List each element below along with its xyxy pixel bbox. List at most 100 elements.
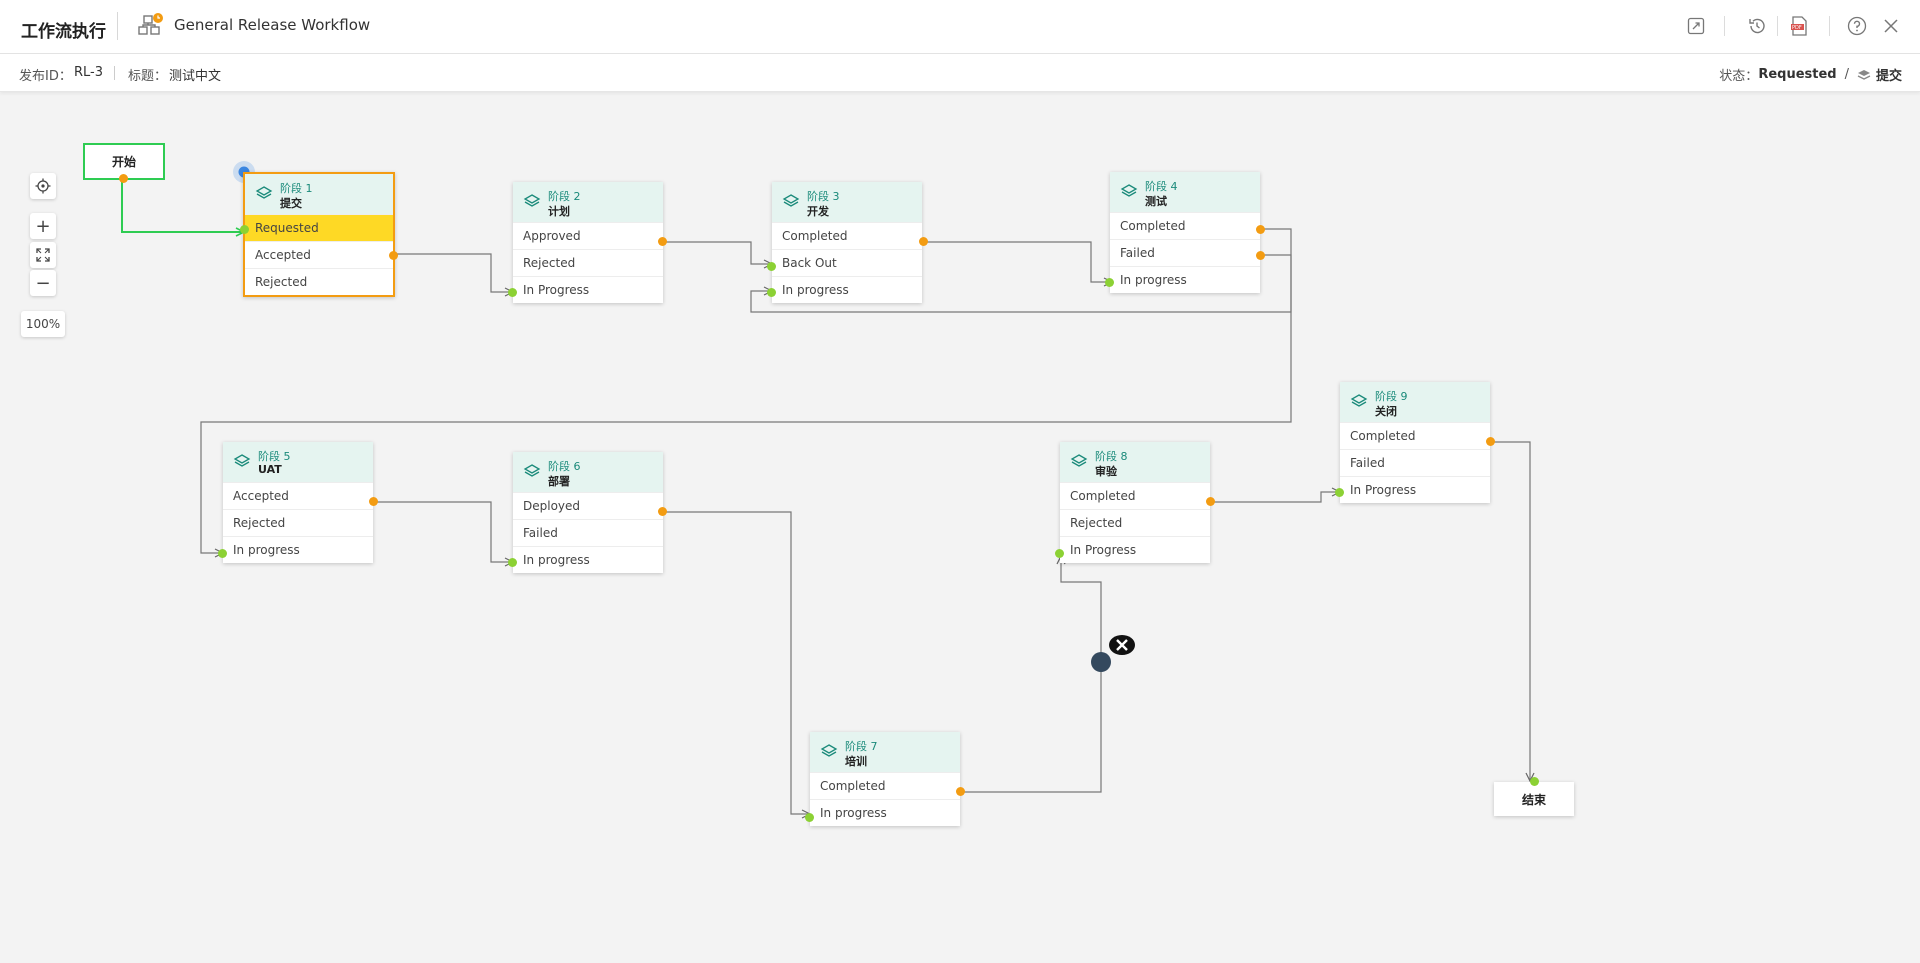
- output-port[interactable]: [1256, 251, 1265, 260]
- stage-state-row[interactable]: In progress: [1110, 266, 1260, 293]
- input-port[interactable]: [767, 288, 776, 297]
- link-icon[interactable]: [1684, 14, 1708, 38]
- stage-state-row[interactable]: Approved: [513, 222, 663, 249]
- stage-state-row[interactable]: In Progress: [513, 276, 663, 303]
- stage-state-row[interactable]: Rejected: [223, 509, 373, 536]
- stage-header: 阶段 3 开发: [772, 182, 922, 222]
- input-port[interactable]: [1055, 549, 1064, 558]
- stage-node-7[interactable]: 阶段 7 培训 Completed In progress: [805, 732, 965, 826]
- input-port[interactable]: [218, 549, 227, 558]
- stage-number: 阶段 8: [1095, 450, 1128, 463]
- stage-name: UAT: [258, 463, 282, 476]
- stage-state-row[interactable]: Completed: [1340, 422, 1490, 449]
- stage-header: 阶段 6 部署: [513, 452, 663, 492]
- workflow-icon: [138, 13, 163, 35]
- start-output-port[interactable]: [119, 174, 128, 183]
- layers-icon: [255, 186, 273, 199]
- stage-state-row[interactable]: Failed: [1340, 449, 1490, 476]
- stage-state-row[interactable]: Requested: [245, 214, 393, 241]
- stage-node-6[interactable]: 阶段 6 部署 Deployed Failed In progress: [508, 452, 667, 573]
- status-phase: 提交: [1875, 69, 1902, 84]
- stage-state-row[interactable]: In Progress: [1060, 536, 1210, 563]
- zoom-in-button[interactable]: +: [30, 213, 56, 239]
- output-port[interactable]: [389, 251, 398, 260]
- stage-state-row[interactable]: Deployed: [513, 492, 663, 519]
- stage-state-row[interactable]: Rejected: [513, 249, 663, 276]
- input-port[interactable]: [1335, 488, 1344, 497]
- release-info-bar: 发布ID： RL-3 标题： 测试中文 状态： Requested / 提交: [0, 54, 1920, 92]
- stage-state-row[interactable]: Failed: [513, 519, 663, 546]
- toolbar-separator: [1724, 16, 1725, 36]
- stage-node-3[interactable]: 阶段 3 开发 Completed Back Out In progress: [767, 182, 928, 303]
- stage-node-2[interactable]: 阶段 2 计划 Approved Rejected In Progress: [508, 182, 667, 303]
- release-id: RL-3: [74, 65, 104, 80]
- link-stage7-stage8: [961, 556, 1102, 793]
- page-title: 工作流执行: [21, 22, 106, 42]
- help-icon[interactable]: [1845, 14, 1869, 38]
- stage-state-row[interactable]: Rejected: [1060, 509, 1210, 536]
- layers-icon: [1857, 69, 1871, 80]
- layers-icon: [1070, 454, 1088, 467]
- layers-icon: [820, 744, 838, 757]
- release-id-label: 发布ID：: [19, 69, 72, 84]
- link-stage5-stage6: [374, 501, 513, 562]
- output-port[interactable]: [1486, 437, 1495, 446]
- stage-number: 阶段 4: [1145, 180, 1178, 193]
- stage-node-5[interactable]: 阶段 5 UAT Accepted Rejected In progress: [218, 442, 378, 563]
- output-port[interactable]: [1206, 497, 1215, 506]
- stage-name: 计划: [548, 205, 570, 218]
- end-input-port[interactable]: [1530, 777, 1539, 786]
- stage-state-row[interactable]: Accepted: [245, 241, 393, 268]
- input-port[interactable]: [508, 558, 517, 567]
- stage-state-row[interactable]: Completed: [1110, 212, 1260, 239]
- input-port[interactable]: [240, 225, 249, 234]
- history-icon[interactable]: [1745, 14, 1769, 38]
- stage-node-4[interactable]: 阶段 4 测试 Completed Failed In progress: [1105, 172, 1265, 293]
- fit-screen-button[interactable]: [30, 242, 56, 268]
- stage-state-row[interactable]: In Progress: [1340, 476, 1490, 503]
- output-port[interactable]: [658, 237, 667, 246]
- stage-node-9[interactable]: 阶段 9 关闭 Completed Failed In Progress: [1335, 382, 1495, 503]
- stage-node-1[interactable]: 阶段 1 提交 Requested Accepted Rejected: [240, 172, 398, 297]
- workflow-canvas[interactable]: + − 100%: [0, 92, 1920, 963]
- header: 工作流执行 General Release Workflow PDF: [0, 0, 1920, 54]
- input-port[interactable]: [767, 262, 776, 271]
- stage-state-row[interactable]: Completed: [772, 222, 922, 249]
- layers-icon: [523, 194, 541, 207]
- status-label: 状态：: [1719, 69, 1759, 84]
- stage-node-8[interactable]: 阶段 8 审验 Completed Rejected In Progress: [1055, 442, 1215, 563]
- stage-state-row[interactable]: Failed: [1110, 239, 1260, 266]
- end-node[interactable]: 结束: [1494, 777, 1574, 816]
- zoom-out-button[interactable]: −: [30, 270, 56, 296]
- subject-label: 标题：: [128, 69, 168, 84]
- stage-state-row[interactable]: In progress: [810, 799, 960, 826]
- output-port[interactable]: [369, 497, 378, 506]
- center-view-button[interactable]: [30, 173, 56, 199]
- stage-state-row[interactable]: Completed: [810, 772, 960, 799]
- output-port[interactable]: [919, 237, 928, 246]
- stage-state-row[interactable]: Accepted: [223, 482, 373, 509]
- subbar-separator: [114, 66, 115, 80]
- header-divider: [117, 12, 118, 40]
- stage-state-row[interactable]: Completed: [1060, 482, 1210, 509]
- start-node[interactable]: 开始: [83, 143, 165, 183]
- workflow-name: General Release Workflow: [174, 16, 371, 34]
- output-port[interactable]: [658, 507, 667, 516]
- input-port[interactable]: [1105, 278, 1114, 287]
- stage-state-row[interactable]: Rejected: [245, 268, 393, 295]
- output-port[interactable]: [1256, 225, 1265, 234]
- end-label: 结束: [1521, 792, 1546, 807]
- close-icon[interactable]: [1879, 14, 1903, 38]
- output-port[interactable]: [956, 787, 965, 796]
- status-value: Requested: [1758, 67, 1837, 82]
- stage-state-row[interactable]: In progress: [513, 546, 663, 573]
- stage-state-row[interactable]: Back Out: [772, 249, 922, 276]
- layers-icon: [523, 464, 541, 477]
- pdf-icon[interactable]: PDF: [1787, 14, 1811, 38]
- input-port[interactable]: [508, 288, 517, 297]
- stage-state-row[interactable]: In progress: [772, 276, 922, 303]
- stage-number: 阶段 6: [548, 460, 581, 473]
- delete-link-icon: [1109, 635, 1135, 655]
- input-port[interactable]: [805, 813, 814, 822]
- stage-state-row[interactable]: In progress: [223, 536, 373, 563]
